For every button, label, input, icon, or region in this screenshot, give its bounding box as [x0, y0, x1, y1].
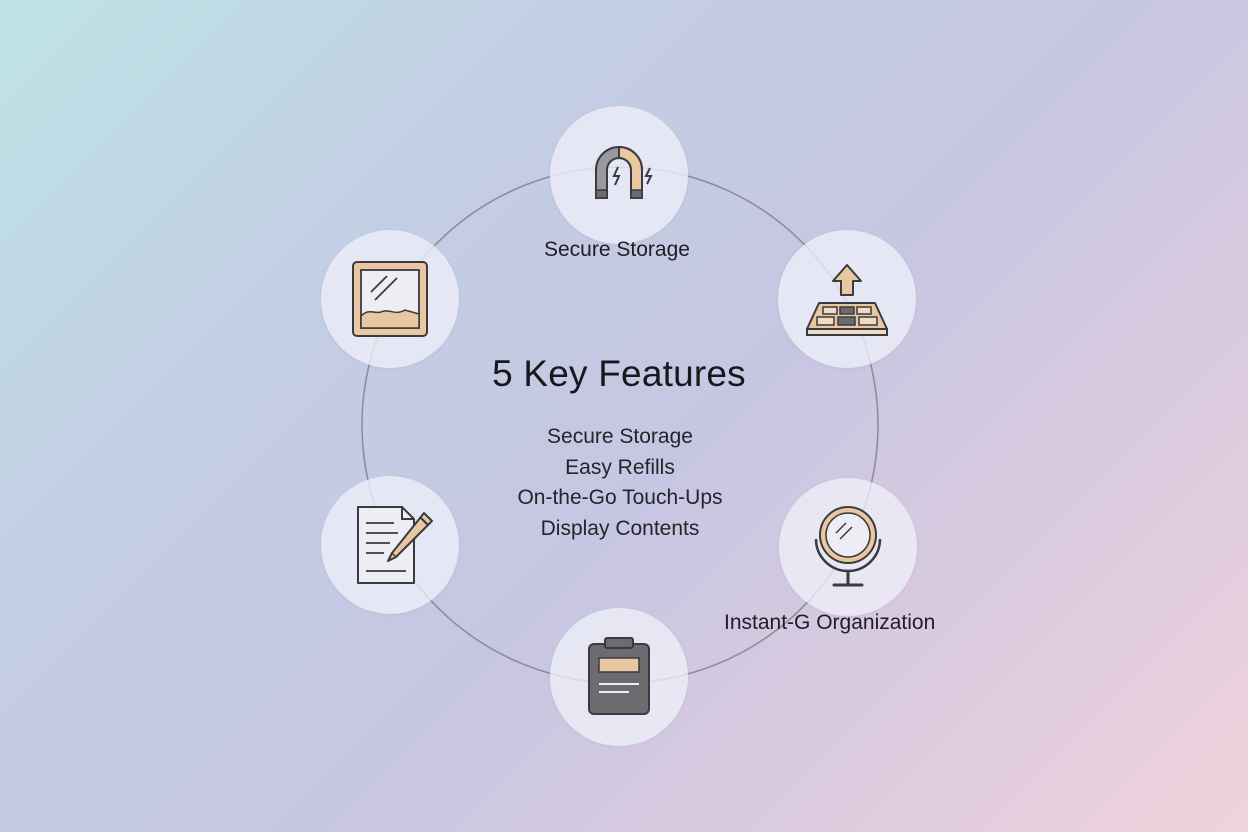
magnet-icon [595, 145, 653, 199]
node-label-top: Secure Storage [544, 238, 690, 261]
feature-list-item: Easy Refills [565, 455, 675, 479]
palette-upload-icon [806, 264, 888, 336]
node-frame [321, 230, 459, 368]
clipboard-icon [588, 637, 650, 715]
node-secure-storage [550, 106, 688, 244]
feature-list-item: Secure Storage [547, 425, 693, 448]
node-palette [778, 230, 916, 368]
node-mirror [779, 478, 917, 616]
node-document [321, 476, 459, 614]
feature-list-item: On-the-Go Touch-Ups [517, 486, 723, 509]
mirror-frame-icon [352, 261, 428, 337]
node-clipboard [550, 608, 688, 746]
document-pencil-icon [357, 506, 433, 584]
feature-list: Secure Storage Easy Refills On-the-Go To… [420, 422, 820, 544]
mirror-icon [814, 506, 882, 587]
diagram-title: 5 Key Features [492, 353, 746, 394]
feature-list-item: Display Contents [540, 516, 700, 540]
node-label-right-bottom: Instant-G Organization [724, 611, 936, 634]
